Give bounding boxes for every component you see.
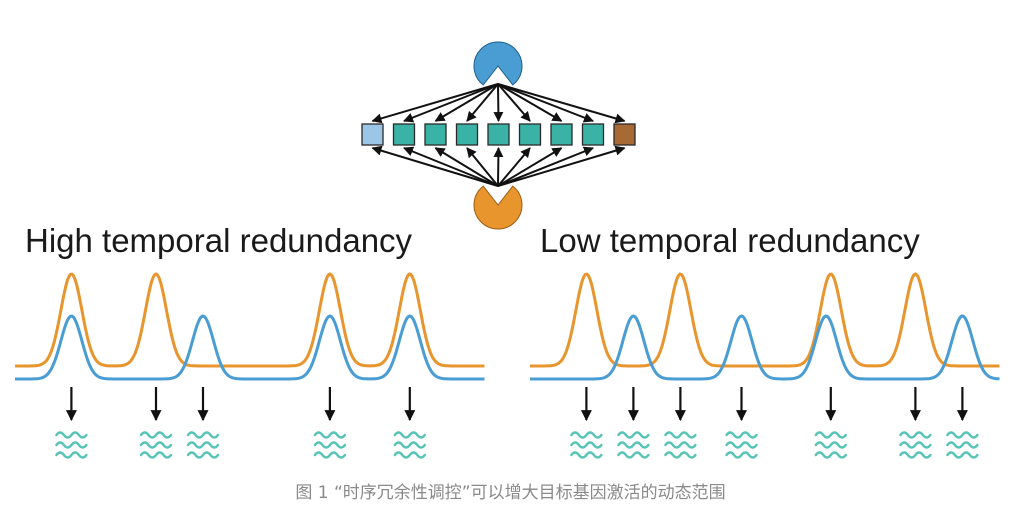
wave-icon xyxy=(139,431,173,459)
arrow-bottom-2 xyxy=(434,147,499,187)
blue-pacman-icon xyxy=(473,41,523,86)
arrow-bottom-3 xyxy=(466,147,499,187)
substrate-box-teal xyxy=(392,123,416,146)
wave-icon xyxy=(814,431,847,459)
substrate-box-teal xyxy=(518,123,542,146)
arrow-top-2 xyxy=(434,83,499,122)
substrate-box-row xyxy=(361,123,636,146)
wave-icon xyxy=(725,431,758,459)
figure-caption: 图 1 “时序冗余性调控”可以增大目标基因激活的动态范围 xyxy=(295,483,726,503)
wave-icon xyxy=(393,431,426,459)
orange-activity-curve xyxy=(530,272,1000,368)
arrow-top-5 xyxy=(497,83,531,122)
wave-icon xyxy=(570,431,603,459)
blue-activity-curve xyxy=(530,314,1000,381)
low-redundancy-panel xyxy=(530,272,1000,459)
arrow-top-6 xyxy=(497,83,563,122)
arrow-bottom-6 xyxy=(497,147,563,187)
panel-title-high-redundancy: High temporal redundancy xyxy=(25,222,413,259)
high-redundancy-panel xyxy=(15,272,485,459)
arrow-bottom-8 xyxy=(497,145,626,187)
orange-activity-curve xyxy=(15,272,485,368)
substrate-box-teal xyxy=(455,123,479,146)
substrate-box-teal xyxy=(550,123,573,146)
wave-icon xyxy=(899,431,932,459)
panel-title-low-redundancy: Low temporal redundancy xyxy=(540,222,920,259)
arrow-top-4 xyxy=(493,83,504,122)
substrate-box-light-blue xyxy=(361,123,384,146)
substrate-box-teal xyxy=(487,123,510,146)
wave-icon xyxy=(946,431,979,459)
wave-icon xyxy=(664,431,697,459)
arrow-bottom-1 xyxy=(403,146,499,187)
arrows-from-top-enzyme xyxy=(371,83,626,124)
arrow-top-1 xyxy=(403,83,499,123)
arrows-from-bottom-enzyme xyxy=(371,145,626,187)
substrate-box-brown xyxy=(613,123,636,146)
wave-icon xyxy=(313,431,347,459)
arrow-top-7 xyxy=(497,83,594,123)
enzyme-substrate-schematic xyxy=(361,41,636,230)
arrow-bottom-5 xyxy=(497,147,531,187)
arrow-bottom-7 xyxy=(497,146,594,187)
arrow-bottom-0 xyxy=(371,145,499,187)
wave-icon xyxy=(186,431,220,459)
orange-pacman-icon xyxy=(473,185,523,230)
arrow-top-0 xyxy=(371,83,499,124)
arrow-top-8 xyxy=(497,83,626,124)
wave-icon xyxy=(617,431,650,459)
blue-activity-curve xyxy=(15,314,485,381)
substrate-box-teal xyxy=(424,123,447,146)
arrow-bottom-4 xyxy=(493,147,504,187)
substrate-box-teal xyxy=(581,123,605,146)
wave-icon xyxy=(55,431,88,459)
arrow-top-3 xyxy=(466,83,499,122)
